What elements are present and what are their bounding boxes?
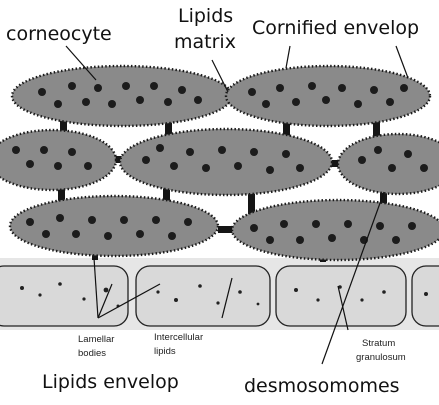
corneocyte-cell — [120, 129, 332, 195]
label-stratum-2: granulosum — [356, 352, 406, 363]
label-desmosomes: desmosomomes — [244, 375, 400, 397]
label-lipids-envelop: Lipids envelop — [42, 371, 179, 393]
label-stratum-1: Stratum — [362, 338, 395, 349]
label-intercellular-1: Intercellular — [154, 332, 203, 343]
stratum-granulosum-layer — [0, 258, 439, 330]
corneocyte-cell — [0, 130, 116, 190]
corneocyte-cell — [12, 66, 232, 126]
label-cornified-envelop: Cornified envelop — [252, 17, 419, 39]
corneocyte-cell — [232, 200, 439, 260]
label-lipids-matrix-1: Lipids — [178, 5, 233, 27]
label-corneocyte: corneocyte — [6, 23, 112, 45]
label-lamellar-2: bodies — [78, 348, 106, 359]
granular-cell — [136, 266, 270, 326]
corneocyte-cell — [226, 66, 430, 126]
label-lipids-matrix-2: matrix — [174, 31, 236, 53]
granular-cell — [412, 266, 439, 326]
corneocyte-cell — [338, 134, 439, 194]
leader-cornified-envelop — [286, 46, 290, 68]
granular-cell — [276, 266, 406, 326]
label-lamellar-1: Lamellar — [78, 334, 114, 345]
granular-cell — [0, 266, 128, 326]
label-intercellular-2: lipids — [154, 346, 176, 357]
corneocyte-cell — [10, 196, 218, 256]
